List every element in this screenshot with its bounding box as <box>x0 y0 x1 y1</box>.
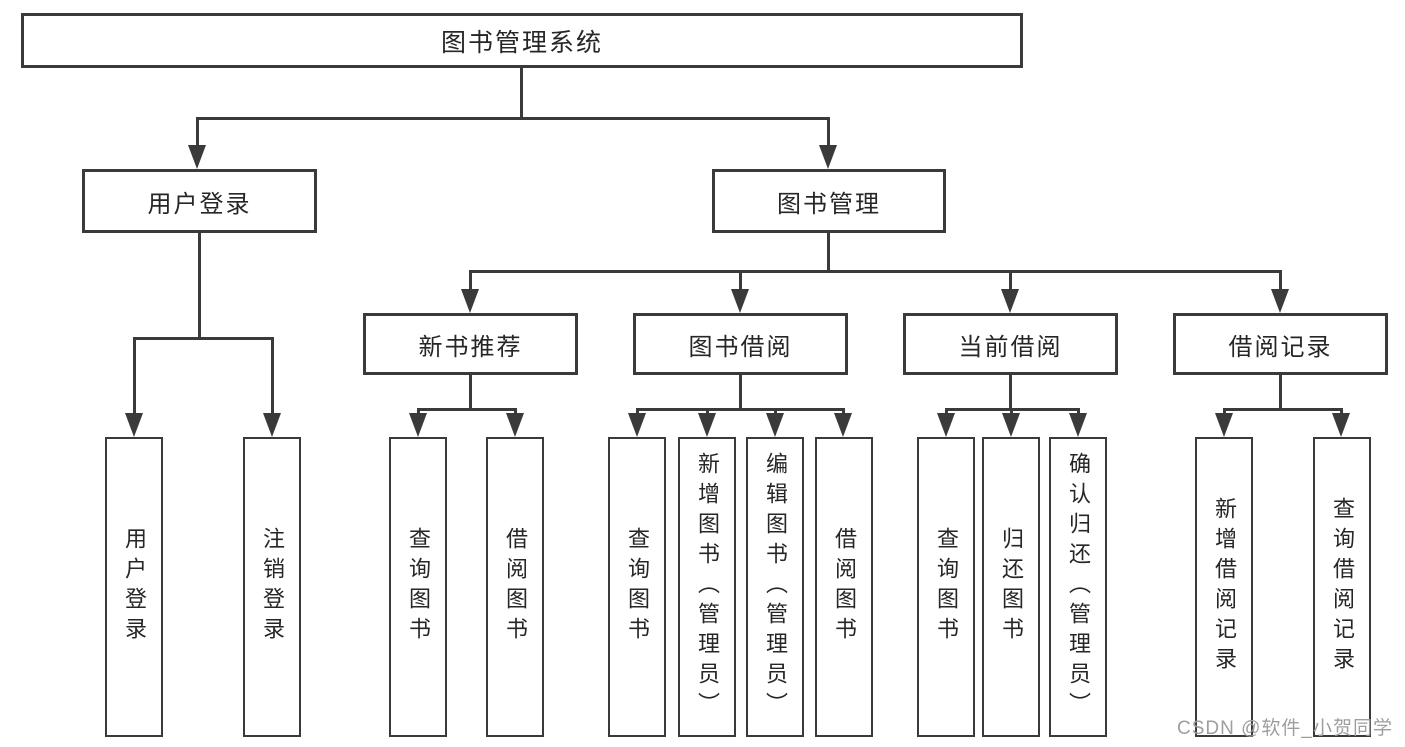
node-borrow-record: 借阅记录 <box>1173 313 1388 375</box>
connector-line <box>271 337 274 417</box>
arrowhead-icon <box>731 289 749 313</box>
leaf-borrow-add-label: 新增图书（管理员） <box>695 452 720 722</box>
arrowhead-icon <box>461 289 479 313</box>
node-current-borrow-label: 当前借阅 <box>958 333 1063 361</box>
connector-line <box>196 117 830 120</box>
leaf-user-login-label: 用户登录 <box>122 527 147 647</box>
connector-line <box>706 408 709 417</box>
leaf-borrow-add: 新增图书（管理员） <box>678 437 736 737</box>
connector-line <box>417 408 517 411</box>
leaf-borrow-borrow: 借阅图书 <box>815 437 873 737</box>
node-new-book-recommend: 新书推荐 <box>363 313 578 375</box>
connector-line <box>1009 375 1012 411</box>
connector-line <box>1077 408 1080 417</box>
node-book-management-label: 图书管理 <box>777 190 881 218</box>
connector-line <box>636 408 639 417</box>
leaf-newbook-borrow: 借阅图书 <box>486 437 544 737</box>
leaf-logout: 注销登录 <box>243 437 301 737</box>
arrowhead-icon <box>937 413 955 437</box>
arrowhead-icon <box>834 413 852 437</box>
arrowhead-icon <box>409 413 427 437</box>
connector-line <box>827 233 830 273</box>
arrowhead-icon <box>263 413 281 437</box>
node-book-borrow: 图书借阅 <box>633 313 848 375</box>
arrowhead-icon <box>188 145 206 169</box>
connector-line <box>1279 375 1282 411</box>
connector-line <box>1340 408 1343 417</box>
arrowhead-icon <box>766 413 784 437</box>
leaf-newbook-borrow-label: 借阅图书 <box>503 527 528 647</box>
connector-line <box>198 233 201 340</box>
arrowhead-icon <box>125 413 143 437</box>
connector-line <box>417 408 420 417</box>
node-book-borrow-label: 图书借阅 <box>688 333 793 361</box>
leaf-borrow-edit-label: 编辑图书（管理员） <box>763 452 788 722</box>
leaf-current-confirm: 确认归还（管理员） <box>1049 437 1107 737</box>
arrowhead-icon <box>1069 413 1087 437</box>
node-new-book-recommend-label: 新书推荐 <box>418 333 523 361</box>
leaf-borrow-query-label: 查询图书 <box>625 527 650 647</box>
leaf-record-add: 新增借阅记录 <box>1195 437 1253 737</box>
node-user-login: 用户登录 <box>82 169 317 233</box>
connector-line <box>827 117 830 149</box>
leaf-borrow-query: 查询图书 <box>608 437 666 737</box>
connector-line <box>739 375 742 411</box>
connector-line <box>1223 408 1343 411</box>
leaf-current-return: 归还图书 <box>982 437 1040 737</box>
csdn-watermark: CSDN @软件_小贺同学 <box>1177 718 1393 739</box>
connector-line <box>133 337 136 417</box>
connector-line <box>514 408 517 417</box>
connector-line <box>1279 270 1282 292</box>
arrowhead-icon <box>1271 289 1289 313</box>
connector-line <box>196 117 199 149</box>
connector-line <box>636 408 845 411</box>
connector-line <box>945 408 948 417</box>
leaf-current-return-label: 归还图书 <box>999 527 1024 647</box>
connector-line <box>842 408 845 417</box>
arrowhead-icon <box>1215 413 1233 437</box>
leaf-newbook-query: 查询图书 <box>389 437 447 737</box>
connector-line <box>739 270 742 292</box>
arrowhead-icon <box>1002 413 1020 437</box>
leaf-current-query: 查询图书 <box>917 437 975 737</box>
connector-line <box>1223 408 1226 417</box>
leaf-user-login: 用户登录 <box>105 437 163 737</box>
connector-line <box>469 270 1282 273</box>
node-root: 图书管理系统 <box>21 13 1023 68</box>
connector-line <box>469 375 472 411</box>
connector-line <box>469 270 472 292</box>
node-user-login-label: 用户登录 <box>147 190 252 218</box>
leaf-record-query: 查询借阅记录 <box>1313 437 1371 737</box>
node-current-borrow: 当前借阅 <box>903 313 1118 375</box>
connector-line <box>520 68 523 119</box>
leaf-current-query-label: 查询图书 <box>934 527 959 647</box>
leaf-current-confirm-label: 确认归还（管理员） <box>1066 452 1091 722</box>
arrowhead-icon <box>819 145 837 169</box>
connector-line <box>1010 408 1013 417</box>
arrowhead-icon <box>1001 289 1019 313</box>
leaf-newbook-query-label: 查询图书 <box>406 527 431 647</box>
leaf-record-query-label: 查询借阅记录 <box>1330 497 1355 677</box>
arrowhead-icon <box>628 413 646 437</box>
leaf-borrow-edit: 编辑图书（管理员） <box>746 437 804 737</box>
leaf-borrow-borrow-label: 借阅图书 <box>832 527 857 647</box>
node-root-label: 图书管理系统 <box>440 28 603 57</box>
connector-line <box>133 337 274 340</box>
arrowhead-icon <box>1332 413 1350 437</box>
arrowhead-icon <box>506 413 524 437</box>
connector-line <box>774 408 777 417</box>
connector-line <box>1009 270 1012 292</box>
node-borrow-record-label: 借阅记录 <box>1228 333 1333 361</box>
leaf-logout-label: 注销登录 <box>260 527 285 647</box>
node-book-management: 图书管理 <box>712 169 946 233</box>
leaf-record-add-label: 新增借阅记录 <box>1212 497 1237 677</box>
arrowhead-icon <box>698 413 716 437</box>
